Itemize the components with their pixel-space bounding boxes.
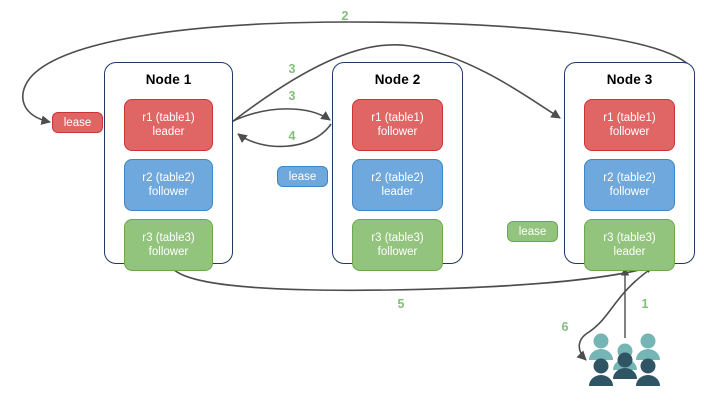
replica-role: leader [613, 246, 646, 258]
edge-3-upper-path [231, 44, 561, 123]
replica-name: r2 (table2) [603, 172, 656, 184]
replica-node3-r2[interactable]: r2 (table2) follower [584, 159, 675, 211]
edge-label-6: 6 [561, 320, 569, 334]
replica-role: follower [377, 246, 418, 258]
node-box-node-3[interactable]: Node 3 r1 (table1) follower r2 (table2) … [564, 62, 695, 271]
replica-role: leader [152, 126, 185, 138]
edge-label-3-top: 3 [288, 62, 296, 76]
lease-label: lease [288, 170, 317, 183]
replica-node3-r1[interactable]: r1 (table1) follower [584, 99, 675, 151]
replica-name: r2 (table2) [142, 172, 195, 184]
replica-role: follower [377, 126, 418, 138]
replica-name: r1 (table1) [603, 112, 656, 124]
replica-name: r1 (table1) [142, 112, 195, 124]
replica-role: follower [148, 246, 189, 258]
replica-node1-r2[interactable]: r2 (table2) follower [124, 159, 213, 211]
edge-label-4: 4 [288, 129, 296, 143]
node-box-node-1[interactable]: Node 1 r1 (table1) leader r2 (table2) fo… [104, 62, 233, 271]
edge-label-2: 2 [341, 9, 349, 23]
replica-role: follower [148, 186, 189, 198]
replica-name: r2 (table2) [371, 172, 424, 184]
edge-label-5: 5 [397, 297, 405, 311]
replica-role: leader [381, 186, 414, 198]
replica-name: r3 (table3) [371, 232, 424, 244]
lease-badge-blue[interactable]: lease [277, 166, 328, 187]
lease-badge-red[interactable]: lease [52, 112, 103, 133]
replica-name: r3 (table3) [142, 232, 195, 244]
people-front-row [589, 352, 660, 386]
edge-label-1: 1 [641, 297, 649, 311]
replica-node2-r3[interactable]: r3 (table3) follower [352, 219, 443, 271]
edge-4-path [237, 123, 332, 148]
lease-label: lease [518, 225, 547, 238]
replica-node1-r3[interactable]: r3 (table3) follower [124, 219, 213, 271]
edge-2-path [21, 21, 691, 125]
lease-badge-green[interactable]: lease [507, 221, 558, 242]
edge-6-path [576, 267, 653, 361]
replica-role: follower [609, 126, 650, 138]
people-back-row [589, 333, 660, 370]
node-box-node-2[interactable]: Node 2 r1 (table1) follower r2 (table2) … [332, 62, 463, 271]
users-group-icon [589, 333, 660, 386]
edge-5-path [169, 263, 656, 292]
edge-label-3-mid: 3 [288, 89, 296, 103]
node-title: Node 3 [606, 72, 653, 87]
replica-node1-r1[interactable]: r1 (table1) leader [124, 99, 213, 151]
replica-node3-r3[interactable]: r3 (table3) leader [584, 219, 675, 271]
replica-node2-r1[interactable]: r1 (table1) follower [352, 99, 443, 151]
replica-name: r1 (table1) [371, 112, 424, 124]
replica-name: r3 (table3) [603, 232, 656, 244]
replica-role: follower [609, 186, 650, 198]
node-title: Node 1 [145, 72, 192, 87]
edge-3-mid-path [232, 108, 331, 122]
replica-node2-r2[interactable]: r2 (table2) leader [352, 159, 443, 211]
lease-label: lease [63, 116, 92, 129]
node-title: Node 2 [374, 72, 421, 87]
